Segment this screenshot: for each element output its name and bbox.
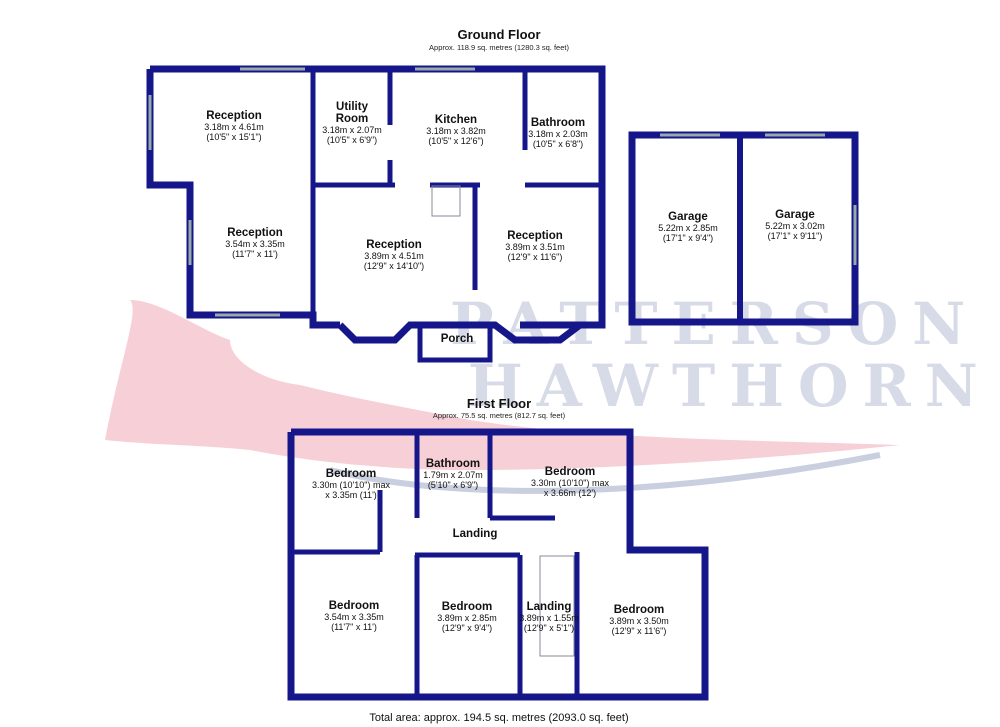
first-floor-walls: [287, 428, 709, 701]
ground-floor-walls: [146, 65, 859, 363]
room-label: Porch: [440, 333, 474, 345]
total-area: Total area: approx. 194.5 sq. metres (20…: [369, 712, 629, 724]
ground-floor-title: Ground Floor: [457, 27, 541, 42]
stairs: [431, 185, 575, 657]
room-label: Landing: [452, 528, 498, 540]
first-floor-title: First Floor: [466, 396, 532, 411]
windows: [148, 67, 857, 625]
watermark-line2: HAWTHORN: [468, 352, 992, 420]
ground-floor-area: Approx. 118.9 sq. metres (1280.3 sq. fee…: [429, 43, 569, 52]
first-floor-area: Approx. 75.5 sq. metres (812.7 sq. feet): [432, 411, 566, 420]
